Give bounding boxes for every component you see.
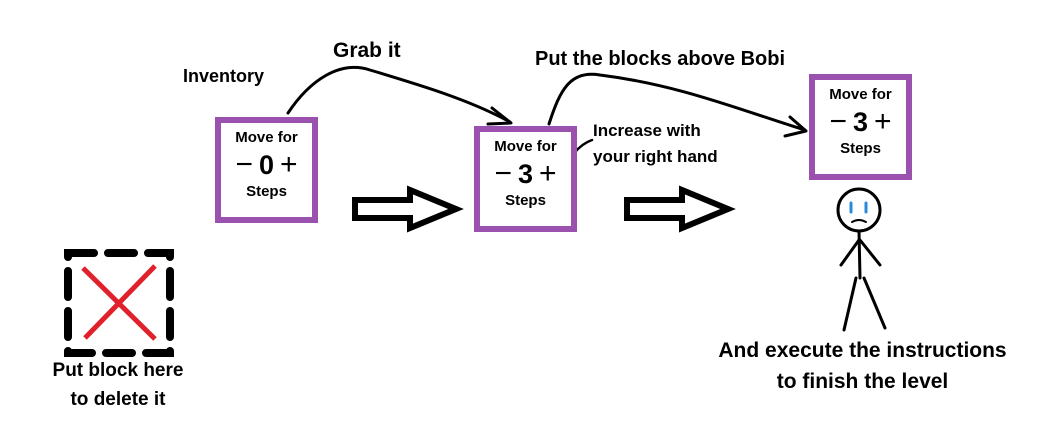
increase-label-line1: Increase with: [593, 121, 701, 140]
block-steps-label: Steps: [246, 183, 287, 200]
delete-zone[interactable]: [64, 249, 174, 357]
grab-it-label: Grab it: [333, 39, 401, 62]
flow-arrow-2: [624, 185, 736, 233]
delete-label-line1: Put block here: [52, 360, 184, 381]
minus-button[interactable]: −: [494, 157, 512, 190]
block-title: Move for: [494, 138, 557, 155]
minus-button[interactable]: −: [235, 148, 253, 181]
grab-arrow: [286, 65, 512, 124]
delete-label-line2: to delete it: [70, 389, 166, 410]
increase-label-line2: your right hand: [593, 147, 718, 166]
place-arrow-head: [783, 115, 808, 138]
plus-button[interactable]: +: [874, 105, 892, 138]
bobi-character: [836, 187, 887, 332]
block-title: Move for: [235, 129, 298, 146]
minus-button[interactable]: −: [829, 105, 847, 138]
execute-label-line2: to finish the level: [776, 370, 949, 393]
delete-cross-line-2: [83, 264, 157, 340]
block-steps-label: Steps: [505, 192, 546, 209]
place-arrow: [547, 72, 807, 132]
put-above-bobi-label: Put the blocks above Bobi: [535, 48, 786, 70]
plus-button[interactable]: +: [280, 148, 298, 181]
grab-arrow-head: [486, 106, 513, 126]
editing-move-block[interactable]: Move for − 3 + Steps: [474, 126, 577, 232]
execute-label-line1: And execute the instructions: [718, 339, 1007, 362]
inventory-move-block[interactable]: Move for − 0 + Steps: [215, 117, 318, 223]
inventory-label: Inventory: [183, 66, 265, 86]
step-value: 3: [517, 158, 534, 189]
plus-button[interactable]: +: [539, 157, 557, 190]
block-steps-label: Steps: [840, 140, 881, 157]
block-title: Move for: [829, 86, 892, 103]
flow-arrow-1: [352, 185, 464, 233]
step-value: 3: [852, 106, 869, 137]
placed-move-block[interactable]: Move for − 3 + Steps: [809, 74, 912, 180]
step-value: 0: [258, 149, 275, 180]
